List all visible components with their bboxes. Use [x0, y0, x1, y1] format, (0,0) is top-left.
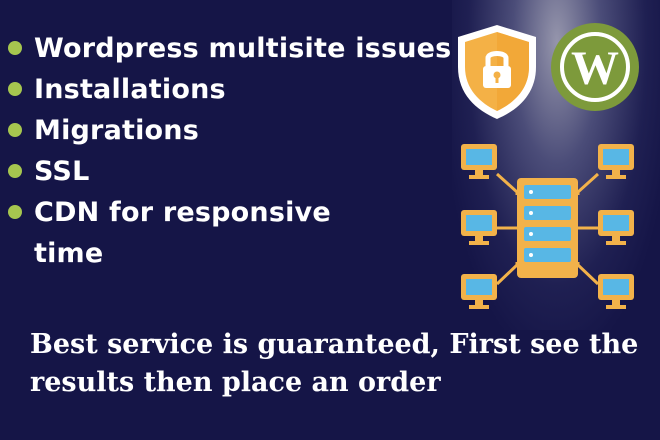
- tagline-line-1: Best service is guaranteed, First see th…: [30, 329, 639, 360]
- bullet-dot-icon: [8, 205, 22, 219]
- feature-item: Installations: [6, 69, 451, 110]
- feature-item: Wordpress multisite issues: [6, 28, 451, 69]
- bullet-dot-icon: [8, 41, 22, 55]
- feature-text: Migrations: [34, 115, 199, 146]
- wordpress-logo-icon: W: [551, 23, 639, 111]
- shield-lock-icon: [458, 25, 536, 119]
- feature-text: CDN for responsive: [34, 197, 331, 228]
- feature-list: Wordpress multisite issues Installations…: [6, 28, 451, 274]
- server-network-icon: [461, 144, 634, 309]
- feature-text: SSL: [34, 156, 90, 187]
- feature-item: CDN for responsive time: [6, 192, 451, 274]
- feature-text: Installations: [34, 74, 226, 105]
- tagline-line-2: results then place an order: [30, 367, 441, 398]
- feature-text: Wordpress multisite issues: [34, 33, 452, 64]
- feature-item: Migrations: [6, 110, 451, 151]
- wordpress-letter: W: [571, 42, 619, 95]
- feature-item: SSL: [6, 151, 451, 192]
- feature-text-continued: time: [34, 238, 104, 269]
- tagline: Best service is guaranteed, First see th…: [30, 326, 650, 402]
- bullet-dot-icon: [8, 164, 22, 178]
- bullet-dot-icon: [8, 123, 22, 137]
- bullet-dot-icon: [8, 82, 22, 96]
